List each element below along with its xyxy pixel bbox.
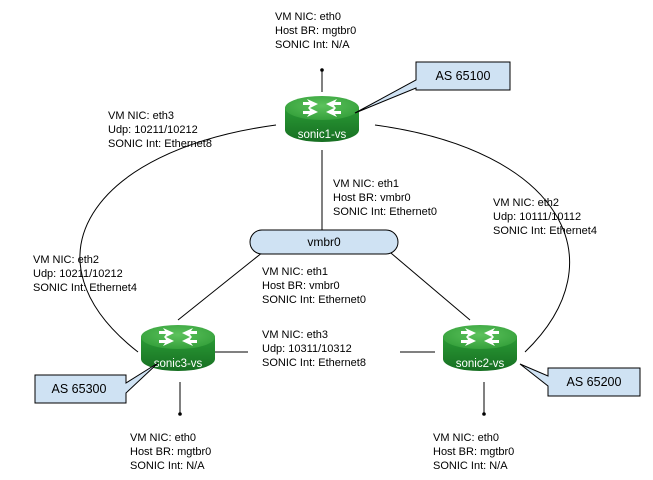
- label-sonic2-mgmt: VM NIC: eth0 Host BR: mgtbr0 SONIC Int: …: [433, 432, 517, 472]
- mgmt-port-sonic1: [320, 68, 324, 72]
- router-sonic2: sonic2-vs: [443, 325, 517, 371]
- as-label-sonic2: AS 65200: [567, 375, 622, 389]
- label-sonic3-to-sonic1: VM NIC: eth2 Udp: 10211/10212 SONIC Int:…: [33, 254, 137, 294]
- router-name-sonic1: sonic1-vs: [298, 129, 347, 141]
- router-sonic3: sonic3-vs: [141, 325, 215, 371]
- label-sonic3-mgmt: VM NIC: eth0 Host BR: mgtbr0 SONIC Int: …: [130, 432, 214, 472]
- label-sonic1-to-sonic2: VM NIC: eth2 Udp: 10111/10112 SONIC Int:…: [493, 197, 597, 237]
- links: [79, 70, 571, 414]
- label-sonic1-to-vmbr0: VM NIC: eth1 Host BR: vmbr0 SONIC Int: E…: [333, 178, 437, 218]
- bridge-label: vmbr0: [307, 235, 341, 249]
- label-sonic1-mgmt: VM NIC: eth0 Host BR: mgtbr0 SONIC Int: …: [275, 11, 359, 51]
- as-callout-sonic2: AS 65200: [519, 363, 641, 397]
- as-label-sonic3: AS 65300: [52, 382, 107, 396]
- router-name-sonic2: sonic2-vs: [456, 358, 505, 370]
- mgmt-port-sonic2: [482, 412, 486, 416]
- router-sonic1: sonic1-vs: [285, 96, 359, 142]
- link-vmbr0-sonic2: [384, 247, 471, 321]
- router-name-sonic3: sonic3-vs: [154, 358, 203, 370]
- as-callout-sonic1: AS 65100: [354, 61, 511, 114]
- bridge-vmbr0: vmbr0: [249, 229, 399, 255]
- as-callout-sonic3: AS 65300: [34, 362, 159, 404]
- link-sonic1-sonic3: [79, 124, 277, 353]
- label-vmbr0-to-routers: VM NIC: eth1 Host BR: vmbr0 SONIC Int: E…: [262, 266, 366, 306]
- as-label-sonic1: AS 65100: [436, 69, 491, 83]
- mgmt-port-sonic3: [178, 412, 182, 416]
- link-vmbr0-sonic3: [177, 247, 269, 321]
- link-sonic1-sonic2: [374, 124, 571, 353]
- label-sonic1-to-sonic3: VM NIC: eth3 Udp: 10211/10212 SONIC Int:…: [108, 110, 212, 150]
- label-sonic3-to-sonic2: VM NIC: eth3 Udp: 10311/10312 SONIC Int:…: [262, 329, 366, 369]
